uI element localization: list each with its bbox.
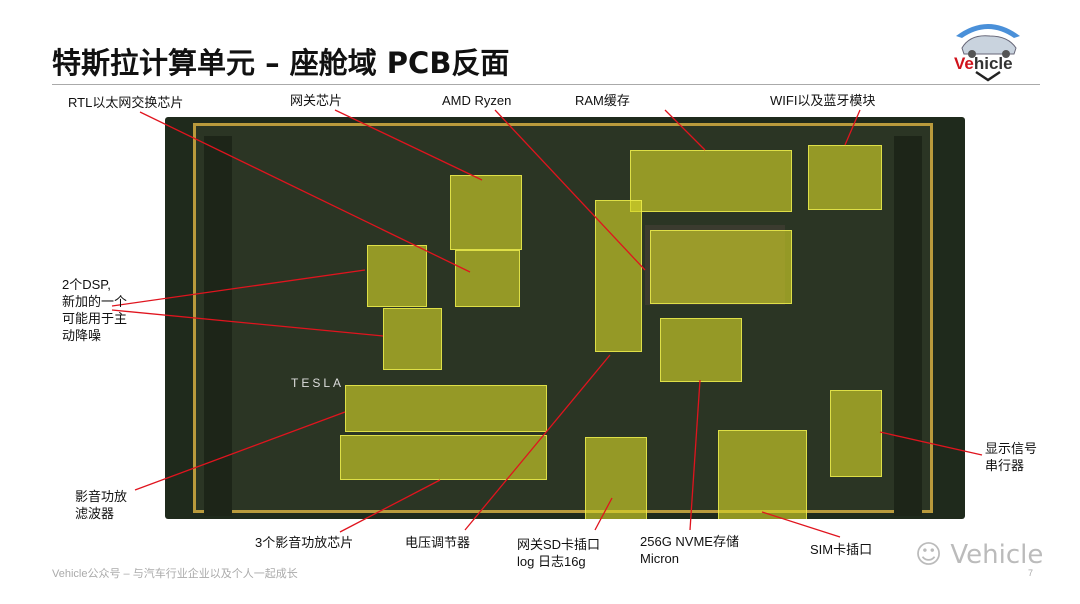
left-connector-rail: [204, 136, 232, 516]
label-gateway-chip: 网关芯片: [290, 93, 343, 108]
label-dsp: 2个DSP,新加的一个可能用于主动降噪: [62, 277, 128, 343]
vehicle-logo: Vehicle: [950, 14, 1026, 82]
rtl-switch-highlight: [455, 250, 520, 307]
dsp2-highlight: [383, 308, 442, 370]
slide-title: 特斯拉计算单元 – 座舱域 PCB反面: [52, 46, 510, 80]
label-ram: RAM缓存: [575, 93, 630, 108]
ram-highlight: [630, 150, 792, 212]
dsp1-highlight: [367, 245, 427, 307]
right-connector-rail: [894, 136, 922, 516]
label-audio-chips: 3个影音功放芯片: [255, 535, 354, 550]
label-sim: SIM卡插口: [810, 542, 873, 557]
nvme-highlight: [660, 318, 742, 382]
label-voltage: 电压调节器: [405, 535, 471, 550]
svg-text:Vehicle: Vehicle: [954, 54, 1013, 73]
tesla-board-marking: TESLA: [291, 376, 345, 390]
sim-slot-highlight: [718, 430, 807, 519]
wechat-icon: ☺: [915, 540, 943, 570]
page-number: 7: [1028, 568, 1034, 578]
audio-chips-highlight: [340, 435, 547, 480]
display-serializer-highlight: [830, 390, 882, 477]
footer-text: Vehicle公众号 – 与汽车行业企业以及个人一起成长: [52, 568, 298, 580]
label-audio-filter: 影音功放滤波器: [75, 489, 128, 521]
pcb-photo: TESLA: [165, 117, 965, 519]
label-amd: AMD Ryzen: [442, 93, 512, 108]
wechat-watermark: ☺ Vehicle: [915, 540, 1044, 570]
audio-filter-highlight: [345, 385, 547, 432]
voltage-regulator-highlight: [595, 200, 642, 352]
wifi-bt-highlight: [808, 145, 882, 210]
label-display: 显示信号串行器: [985, 441, 1038, 473]
amd-ryzen-highlight: [650, 230, 792, 304]
gateway-chip-highlight: [450, 175, 522, 250]
label-wifi: WIFI以及蓝牙模块: [770, 93, 876, 108]
label-rtl: RTL以太网交换芯片: [68, 95, 184, 110]
sd-slot-highlight: [585, 437, 647, 519]
title-divider: [52, 84, 1040, 85]
